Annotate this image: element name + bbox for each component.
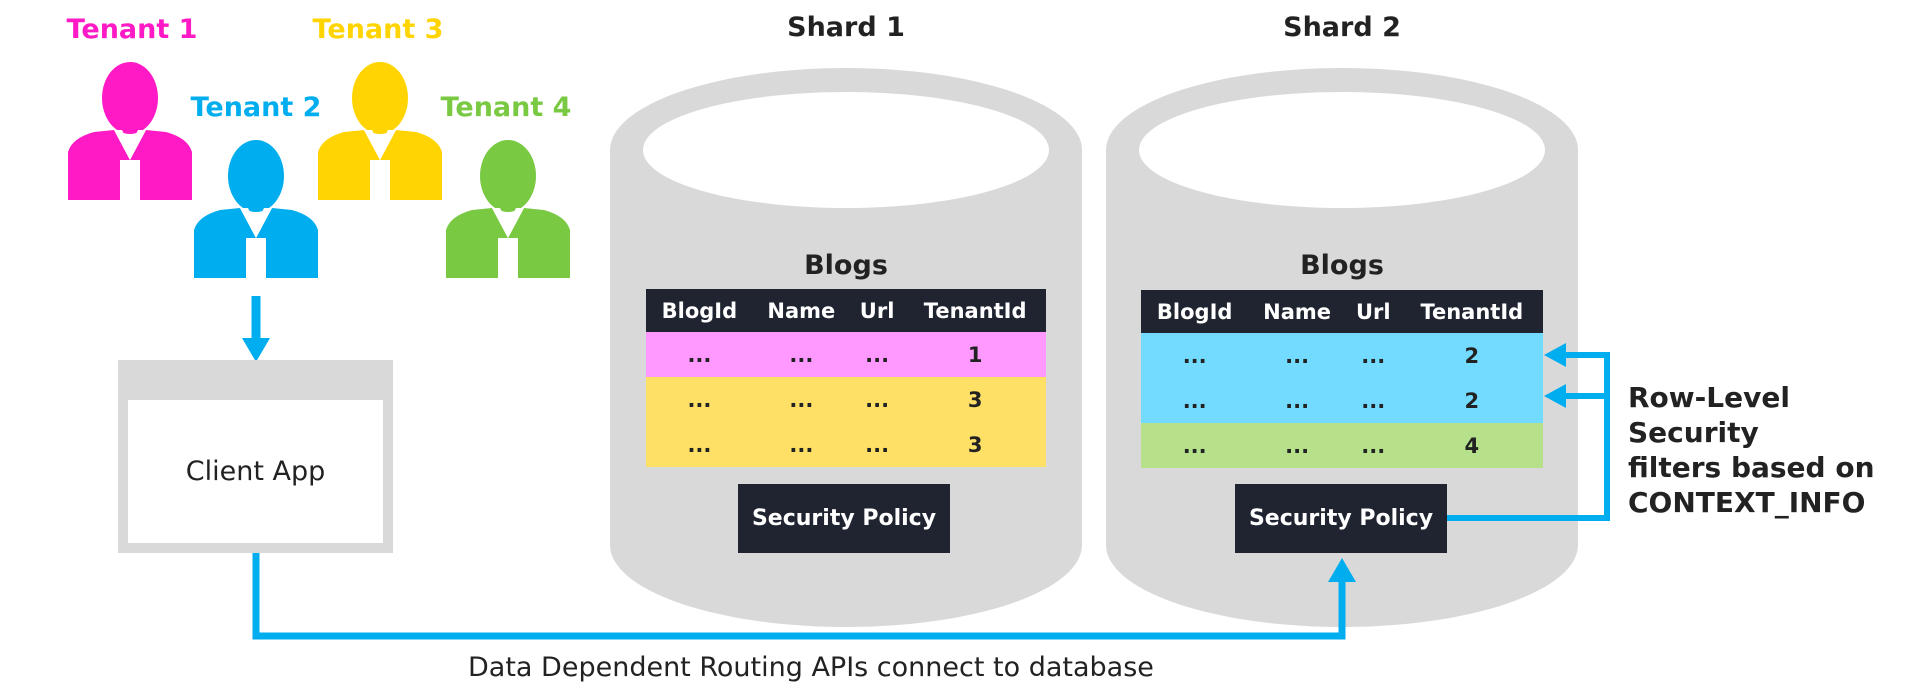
table-cell: ... — [1285, 433, 1310, 458]
tenant-1-label: Tenant 1 — [66, 14, 198, 45]
client-app-window: Client App — [118, 360, 393, 553]
table-cell: ... — [1182, 433, 1207, 458]
table-cell: ... — [1361, 433, 1386, 458]
tenant-3-person-icon — [318, 62, 442, 200]
table-cell: ... — [687, 342, 712, 367]
tenant-2-person-icon — [194, 140, 318, 278]
table-header-row: BlogId Name Url TenantId — [1141, 290, 1543, 333]
tenant-3-label: Tenant 3 — [312, 14, 444, 45]
rls-note-line: Row-Level Security — [1628, 381, 1790, 449]
column-header: TenantId — [904, 289, 1046, 332]
rls-filter-arrows — [1446, 343, 1610, 521]
table-cell: ... — [865, 387, 890, 412]
tenant-4-person-icon — [446, 140, 570, 278]
table-cell: ... — [687, 432, 712, 457]
client-app-label: Client App — [128, 400, 383, 543]
column-header: Url — [849, 289, 905, 332]
table-row: ... ... ... 4 — [1141, 423, 1543, 468]
column-header: Name — [1248, 290, 1346, 333]
table-cell: ... — [865, 432, 890, 457]
table-cell: 1 — [967, 342, 983, 367]
column-header: BlogId — [646, 289, 753, 332]
table-cell: ... — [687, 387, 712, 412]
table-row: ... ... ... 2 — [1141, 378, 1543, 423]
table-cell: ... — [1361, 388, 1386, 413]
shard-1-cylinder — [610, 68, 1082, 627]
table-row: ... ... ... 1 — [646, 332, 1046, 377]
table-cell: ... — [1285, 343, 1310, 368]
table-cell: 3 — [967, 432, 983, 457]
shard-2-title: Shard 2 — [1283, 12, 1401, 43]
column-header: Name — [752, 289, 850, 332]
shard-1-table-title: Blogs — [804, 250, 888, 281]
column-header: Url — [1345, 290, 1401, 333]
table-cell: ... — [865, 342, 890, 367]
rls-note-line: filters based on — [1628, 451, 1875, 484]
shard-2-table-title: Blogs — [1300, 250, 1384, 281]
table-cell: 2 — [1464, 343, 1480, 368]
shard-2-security-policy: Security Policy — [1235, 484, 1447, 553]
rls-note: Row-Level Security filters based on CONT… — [1628, 380, 1898, 520]
table-cell: ... — [1182, 388, 1207, 413]
routing-arrow — [252, 553, 1356, 640]
table-cell: ... — [1182, 343, 1207, 368]
shard-1-security-policy: Security Policy — [738, 484, 950, 553]
table-cell: 2 — [1464, 388, 1480, 413]
table-cell: 3 — [967, 387, 983, 412]
shard-1-title: Shard 1 — [787, 12, 905, 43]
table-header-row: BlogId Name Url TenantId — [646, 289, 1046, 332]
column-header: TenantId — [1400, 290, 1543, 333]
table-row: ... ... ... 3 — [646, 377, 1046, 422]
table-cell: 4 — [1464, 433, 1480, 458]
table-row: ... ... ... 3 — [646, 422, 1046, 467]
rls-note-line: CONTEXT_INFO — [1628, 486, 1866, 519]
tenant-to-client-arrow — [242, 296, 270, 362]
table-cell: ... — [789, 342, 814, 367]
tenant-4-label: Tenant 4 — [440, 92, 572, 123]
table-cell: ... — [1361, 343, 1386, 368]
shard-2-cylinder — [1106, 68, 1578, 627]
tenant-1-person-icon — [68, 62, 192, 200]
table-row: ... ... ... 2 — [1141, 333, 1543, 378]
routing-label: Data Dependent Routing APIs connect to d… — [468, 652, 1154, 683]
table-cell: ... — [789, 432, 814, 457]
table-cell: ... — [789, 387, 814, 412]
shard-2-blogs-table: BlogId Name Url TenantId ... ... ... 2 .… — [1141, 290, 1543, 468]
table-cell: ... — [1285, 388, 1310, 413]
shard-1-blogs-table: BlogId Name Url TenantId ... ... ... 1 .… — [646, 289, 1046, 467]
tenant-2-label: Tenant 2 — [190, 92, 322, 123]
column-header: BlogId — [1141, 290, 1249, 333]
